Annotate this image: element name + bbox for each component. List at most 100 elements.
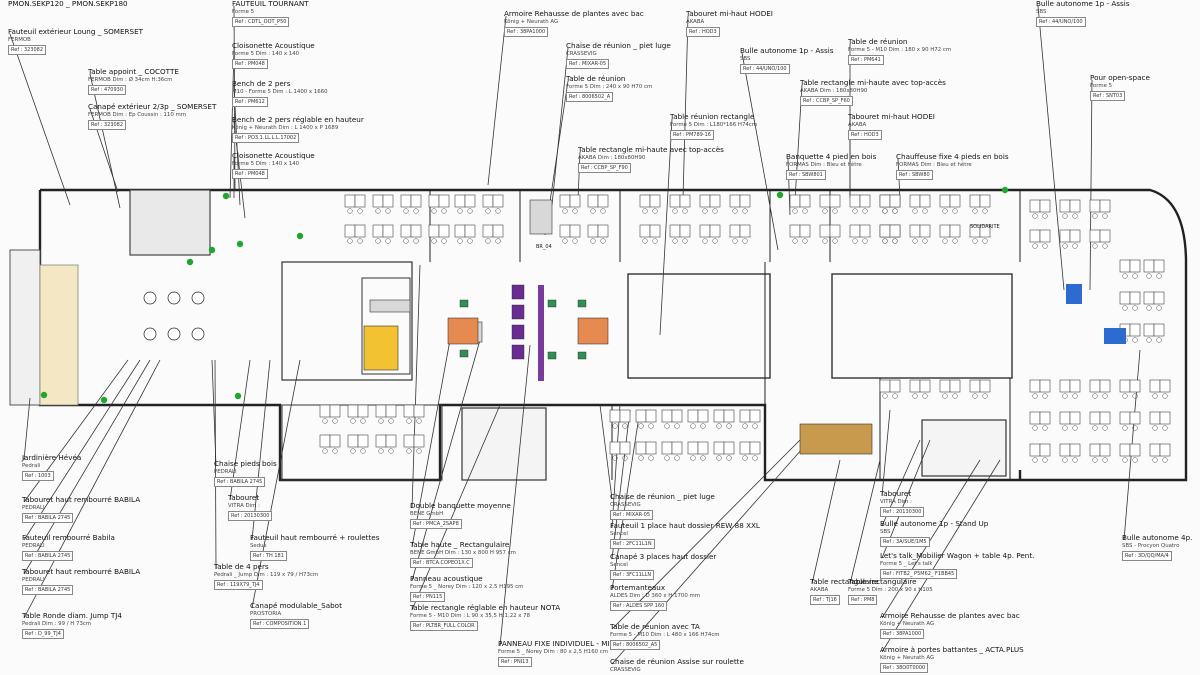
callout-ref: Ref : COMPOSITION 1 bbox=[250, 619, 310, 629]
callout-ref: Ref : TJ16 bbox=[810, 595, 840, 605]
plant bbox=[40, 391, 48, 399]
chair bbox=[674, 455, 680, 461]
desk bbox=[1099, 379, 1111, 393]
desk bbox=[819, 224, 831, 238]
desk bbox=[1119, 291, 1131, 305]
chair bbox=[1062, 243, 1068, 249]
purple-bench bbox=[511, 304, 525, 320]
chair bbox=[1102, 393, 1108, 399]
callout-ref: Ref : PM048 bbox=[232, 59, 268, 69]
desk bbox=[679, 194, 691, 208]
desk bbox=[1059, 379, 1071, 393]
desk bbox=[413, 404, 425, 418]
desk bbox=[1119, 411, 1131, 425]
callout-title: Table de réunion bbox=[566, 74, 626, 83]
plant bbox=[776, 191, 784, 199]
chair bbox=[642, 208, 648, 214]
green-armchair bbox=[459, 349, 469, 358]
desk bbox=[1099, 229, 1111, 243]
chair bbox=[1092, 457, 1098, 463]
chair bbox=[332, 448, 338, 454]
desk bbox=[713, 409, 725, 423]
chair bbox=[1102, 213, 1108, 219]
desk bbox=[1129, 291, 1141, 305]
chair bbox=[1042, 243, 1048, 249]
furniture-layer bbox=[40, 186, 1171, 463]
chair bbox=[664, 423, 670, 429]
desk bbox=[829, 194, 841, 208]
chair bbox=[942, 393, 948, 399]
callout-subtitle: CRASSEVIG bbox=[566, 51, 597, 57]
desk bbox=[382, 194, 394, 208]
chair bbox=[642, 238, 648, 244]
desk bbox=[739, 194, 751, 208]
callout-title: Table rectangle mi-haute avec top-accès bbox=[578, 145, 724, 154]
upper-room bbox=[129, 189, 211, 256]
desk bbox=[909, 224, 921, 238]
desk bbox=[799, 224, 811, 238]
callout-title: Bulle autonome 1p - Stand Up bbox=[880, 519, 989, 528]
desk bbox=[619, 441, 631, 455]
leader-line bbox=[611, 409, 631, 560]
desk bbox=[382, 224, 394, 238]
chair bbox=[1162, 457, 1168, 463]
desk bbox=[609, 441, 621, 455]
plant bbox=[234, 392, 242, 400]
chair bbox=[431, 238, 437, 244]
desk bbox=[454, 224, 466, 238]
callout-title: Table de réunion avec TA bbox=[610, 622, 700, 631]
callout-subtitle: Forme 5 _ Norey Dim : 80 x 2,5 H160 cm bbox=[498, 649, 608, 655]
leader-line bbox=[881, 459, 1001, 653]
desk bbox=[879, 379, 891, 393]
yellow-booth bbox=[363, 325, 399, 371]
desk bbox=[1059, 443, 1071, 457]
desk bbox=[357, 434, 369, 448]
chair bbox=[1132, 273, 1138, 279]
desk bbox=[645, 409, 657, 423]
chair bbox=[1072, 213, 1078, 219]
desk bbox=[687, 441, 699, 455]
callout-ref: Ref : PO3.1.LL.L.L.17002 bbox=[232, 133, 300, 143]
chair bbox=[590, 208, 596, 214]
leader-line bbox=[23, 359, 141, 541]
callout-subtitle: König + Neurath Dim : L 1400 x P 1689 bbox=[232, 125, 339, 131]
callout-ref: Ref : BABILA 2745 bbox=[214, 477, 266, 487]
callout-l40: Fauteuil 1 place haut dossier REW 88 XXL… bbox=[610, 522, 760, 549]
callout-l37: Table rectangle réglable en hauteur NOTA… bbox=[410, 604, 560, 631]
desk bbox=[859, 224, 871, 238]
callout-title: Let's talk_Mobilier Wagon + table 4p. Pe… bbox=[880, 551, 1035, 560]
callout-ref: Ref : 3FC11LLN bbox=[610, 570, 655, 580]
desk bbox=[1059, 229, 1071, 243]
chair bbox=[892, 393, 898, 399]
desk bbox=[919, 194, 931, 208]
callout-title: Tabouret bbox=[880, 489, 912, 498]
chair bbox=[375, 208, 381, 214]
callout-ref: Ref : MIXAR-05 bbox=[610, 510, 654, 520]
chair bbox=[892, 208, 898, 214]
chair bbox=[360, 448, 366, 454]
meeting-table bbox=[369, 299, 411, 313]
chair bbox=[1122, 457, 1128, 463]
callout-ref: Ref : 2FC11L1N bbox=[610, 539, 655, 549]
callout-subtitle: Pedrali _ Jump Dim : 119 x 79 / H73cm bbox=[214, 572, 319, 578]
callout-ref: Ref : 3D/QQ/MA/4 bbox=[1122, 551, 1172, 561]
chair bbox=[350, 418, 356, 424]
desk bbox=[635, 441, 647, 455]
desk bbox=[749, 441, 761, 455]
desk bbox=[645, 441, 657, 455]
leader-line bbox=[487, 15, 507, 186]
desk bbox=[697, 441, 709, 455]
chair bbox=[942, 238, 948, 244]
chair bbox=[882, 238, 888, 244]
desk bbox=[354, 194, 366, 208]
callout-subtitle: VITRA Dim : bbox=[880, 499, 912, 505]
callout-subtitle: FORMAS Dim : Bleu et hêtre bbox=[896, 162, 972, 168]
chair bbox=[752, 455, 758, 461]
chair bbox=[1072, 425, 1078, 431]
